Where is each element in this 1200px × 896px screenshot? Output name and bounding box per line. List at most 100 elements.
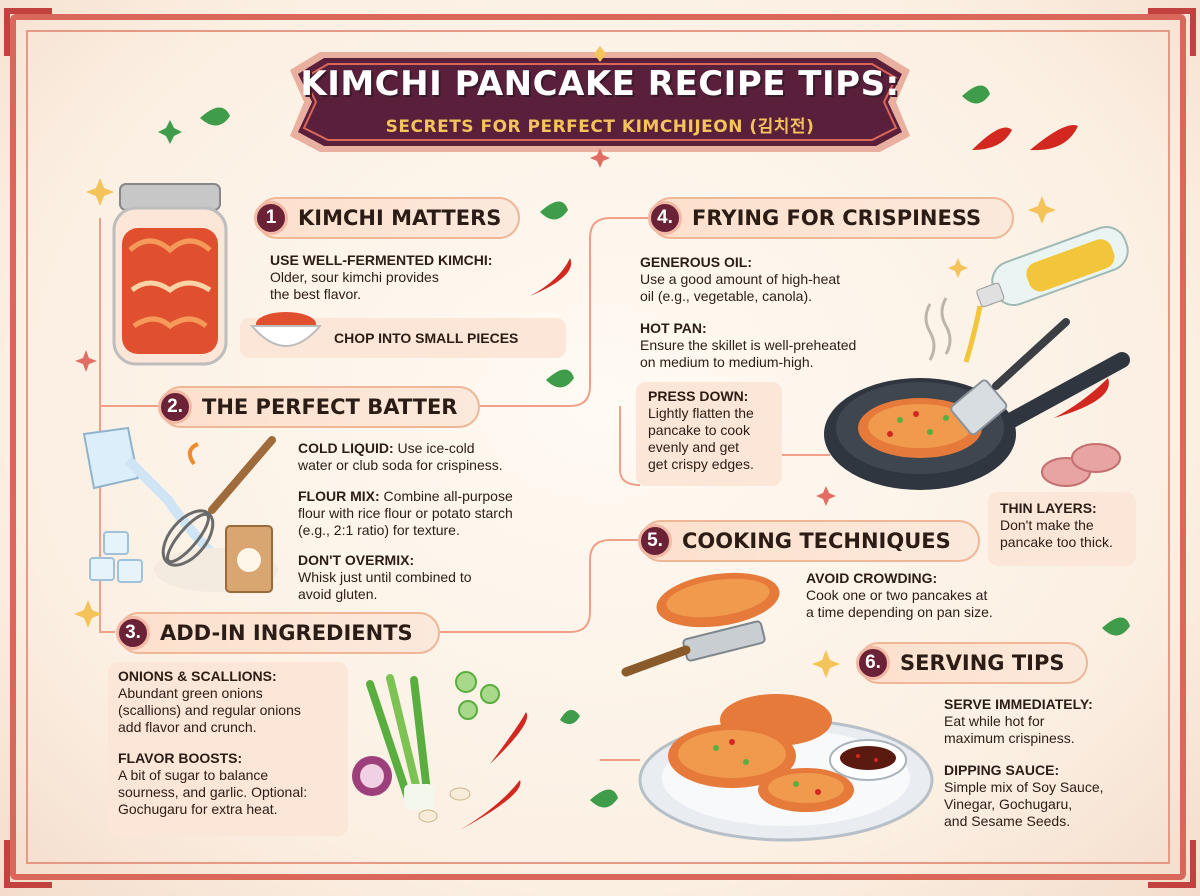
s2-tip3-line1: Whisk just until combined to (298, 569, 472, 585)
s4-tip-press: PRESS DOWN: Lightly flatten the pancake … (648, 388, 754, 473)
s3-tip2-line2: sourness, and garlic. Optional: (118, 784, 308, 800)
s1-tip-fermented: USE WELL-FERMENTED KIMCHI: Older, sour k… (270, 252, 492, 303)
s3-tip1-head: ONIONS & SCALLIONS: (118, 668, 277, 684)
ice-cubes-icon (89, 531, 143, 583)
s3-tip-onions: ONIONS & SCALLIONS: Abundant green onion… (118, 668, 301, 736)
flour-bag-icon (225, 525, 273, 593)
s4-thin-box (988, 492, 1136, 566)
kimchi-bowl-icon (249, 312, 323, 347)
section-2-header: 2. THE PERFECT BATTER (158, 386, 480, 428)
onion-icon (352, 756, 392, 796)
section-6-title: SERVING TIPS (900, 651, 1065, 675)
s2-tip3-head: DON'T OVERMIX: (298, 552, 415, 568)
section-2-badge: 2. (158, 390, 192, 424)
s4-tip2-line1: Ensure the skillet is well-preheated (640, 337, 857, 353)
s6-tip2-line3: and Sesame Seeds. (944, 813, 1071, 829)
s4-tip2-line2: on medium to medium-high. (640, 354, 814, 370)
section-1-header: 1 KIMCHI MATTERS (254, 197, 520, 239)
section-4-header: 4. FRYING FOR CRISPINESS (648, 197, 1014, 239)
s4-tip3-head: PRESS DOWN: (648, 388, 749, 404)
section-5-header: 5. COOKING TECHNIQUES (638, 520, 980, 562)
s6-tip2-line1: Simple mix of Soy Sauce, (944, 779, 1104, 795)
corner-ornament (1148, 840, 1196, 888)
spatula-icon (950, 318, 1070, 436)
serving-illustration (638, 694, 934, 842)
s4-tip4-head: THIN LAYERS: (1000, 500, 1097, 516)
s3-tip2-line1: A bit of sugar to balance (118, 767, 269, 783)
s3-tip2-line3: Gochugaru for extra heat. (118, 801, 278, 817)
title-banner: KIMCHI PANCAKE RECIPE TIPS: SECRETS FOR … (290, 46, 910, 158)
corner-ornament (1148, 8, 1196, 56)
kimchi-jar-icon (112, 183, 228, 366)
s6-tip2-line2: Vinegar, Gochugaru, (944, 796, 1073, 812)
section-6-header: 6. SERVING TIPS (856, 642, 1088, 684)
s2-tip-dont-overmix: DON'T OVERMIX: Whisk just until combined… (298, 552, 472, 603)
section-1-title: KIMCHI MATTERS (298, 206, 502, 230)
pancake-icon (668, 694, 854, 812)
page-subtitle: SECRETS FOR PERFECT KIMCHIJEON (김치전) (385, 117, 815, 137)
s3-tip1-line3: add flavor and crunch. (118, 719, 257, 735)
s1-tip-chop: CHOP INTO SMALL PIECES (334, 330, 519, 346)
s6-tip1-line2: maximum crispiness. (944, 730, 1075, 746)
s1-tip1-line1: Older, sour kimchi provides (270, 269, 439, 285)
s2-tip2-line3: (e.g., 2:1 ratio) for texture. (298, 522, 460, 538)
s4-tip3-line1: Lightly flatten the (648, 405, 754, 421)
section-4-badge: 4. (648, 201, 682, 235)
s4-tip3-line3: evenly and get (648, 439, 740, 455)
section-3-header: 3. ADD-IN INGREDIENTS (116, 612, 440, 654)
section-2-title: THE PERFECT BATTER (202, 395, 458, 419)
section-4-title: FRYING FOR CRISPINESS (692, 206, 982, 230)
sausage-slices-icon (1041, 443, 1121, 487)
s6-tip1-head: SERVE IMMEDIATELY: (944, 696, 1093, 712)
whisk-icon (161, 436, 276, 567)
s3-tip1-line1: Abundant green onions (118, 685, 263, 701)
s2-tip3-line2: avoid gluten. (298, 586, 378, 602)
sparkle-icon (75, 148, 836, 506)
s1-tip1-line2: the best flavor. (270, 286, 362, 302)
scallion-icon (366, 674, 434, 810)
corner-ornament (4, 840, 52, 888)
s2-tip1-head: COLD LIQUID: (298, 440, 394, 456)
s4-tip3-line4: get crispy edges. (648, 456, 754, 472)
corner-ornament (4, 8, 52, 56)
section-3-badge: 3. (116, 616, 150, 650)
chili-icon (460, 712, 528, 830)
s6-tip-serve: SERVE IMMEDIATELY: Eat while hot for max… (944, 696, 1093, 747)
pancake-icon (858, 398, 982, 458)
s2-tip2-head: FLOUR MIX: (298, 488, 380, 504)
spatula-icon (621, 620, 766, 677)
pancake-icon (656, 572, 780, 628)
section-1-badge: 1 (254, 201, 288, 235)
s2-tip1-line2: water or club soda for crispiness. (298, 457, 503, 473)
batter-illustration (82, 426, 278, 593)
frying-illustration (824, 226, 1130, 490)
s3-tip-box (108, 662, 348, 836)
s3-tip2-head: FLAVOR BOOSTS: (118, 750, 243, 766)
s4-tip1-line1: Use a good amount of high-heat (640, 271, 841, 287)
s6-tip1-line1: Eat while hot for (944, 713, 1045, 729)
section-5-badge: 5. (638, 524, 672, 558)
section-6-badge: 6. (856, 646, 890, 680)
inner-frame (26, 30, 1170, 864)
s5-tip-crowding: AVOID CROWDING: Cook one or two pancakes… (806, 570, 993, 621)
oil-bottle-icon (963, 226, 1129, 363)
section-3-title: ADD-IN INGREDIENTS (160, 621, 413, 645)
dipping-sauce-icon (829, 739, 907, 781)
s4-tip-oil: GENEROUS OIL: Use a good amount of high-… (640, 254, 840, 305)
s2-tip-flour-mix: FLOUR MIX: Combine all-purpose flour wit… (298, 488, 513, 539)
flip-illustration (621, 572, 780, 677)
s4-tip4-line1: Don't make the (1000, 517, 1094, 533)
banner-ribbon (290, 46, 910, 152)
s3-tip1-line2: (scallions) and regular onions (118, 702, 301, 718)
s5-tip1-line2: a time depending on pan size. (806, 604, 993, 620)
s4-tip1-line2: oil (e.g., vegetable, canola). (640, 288, 812, 304)
outer-frame (10, 14, 1186, 880)
s4-tip3-line2: pancake to cook (648, 422, 750, 438)
sparkle-icon (74, 178, 1056, 678)
s6-tip2-head: DIPPING SAUCE: (944, 762, 1060, 778)
s1-tip1-head: USE WELL-FERMENTED KIMCHI: (270, 252, 493, 268)
s5-tip1-line1: Cook one or two pancakes at (806, 587, 988, 603)
s2-tip-cold-liquid: COLD LIQUID: Use ice-cold water or club … (298, 440, 503, 474)
